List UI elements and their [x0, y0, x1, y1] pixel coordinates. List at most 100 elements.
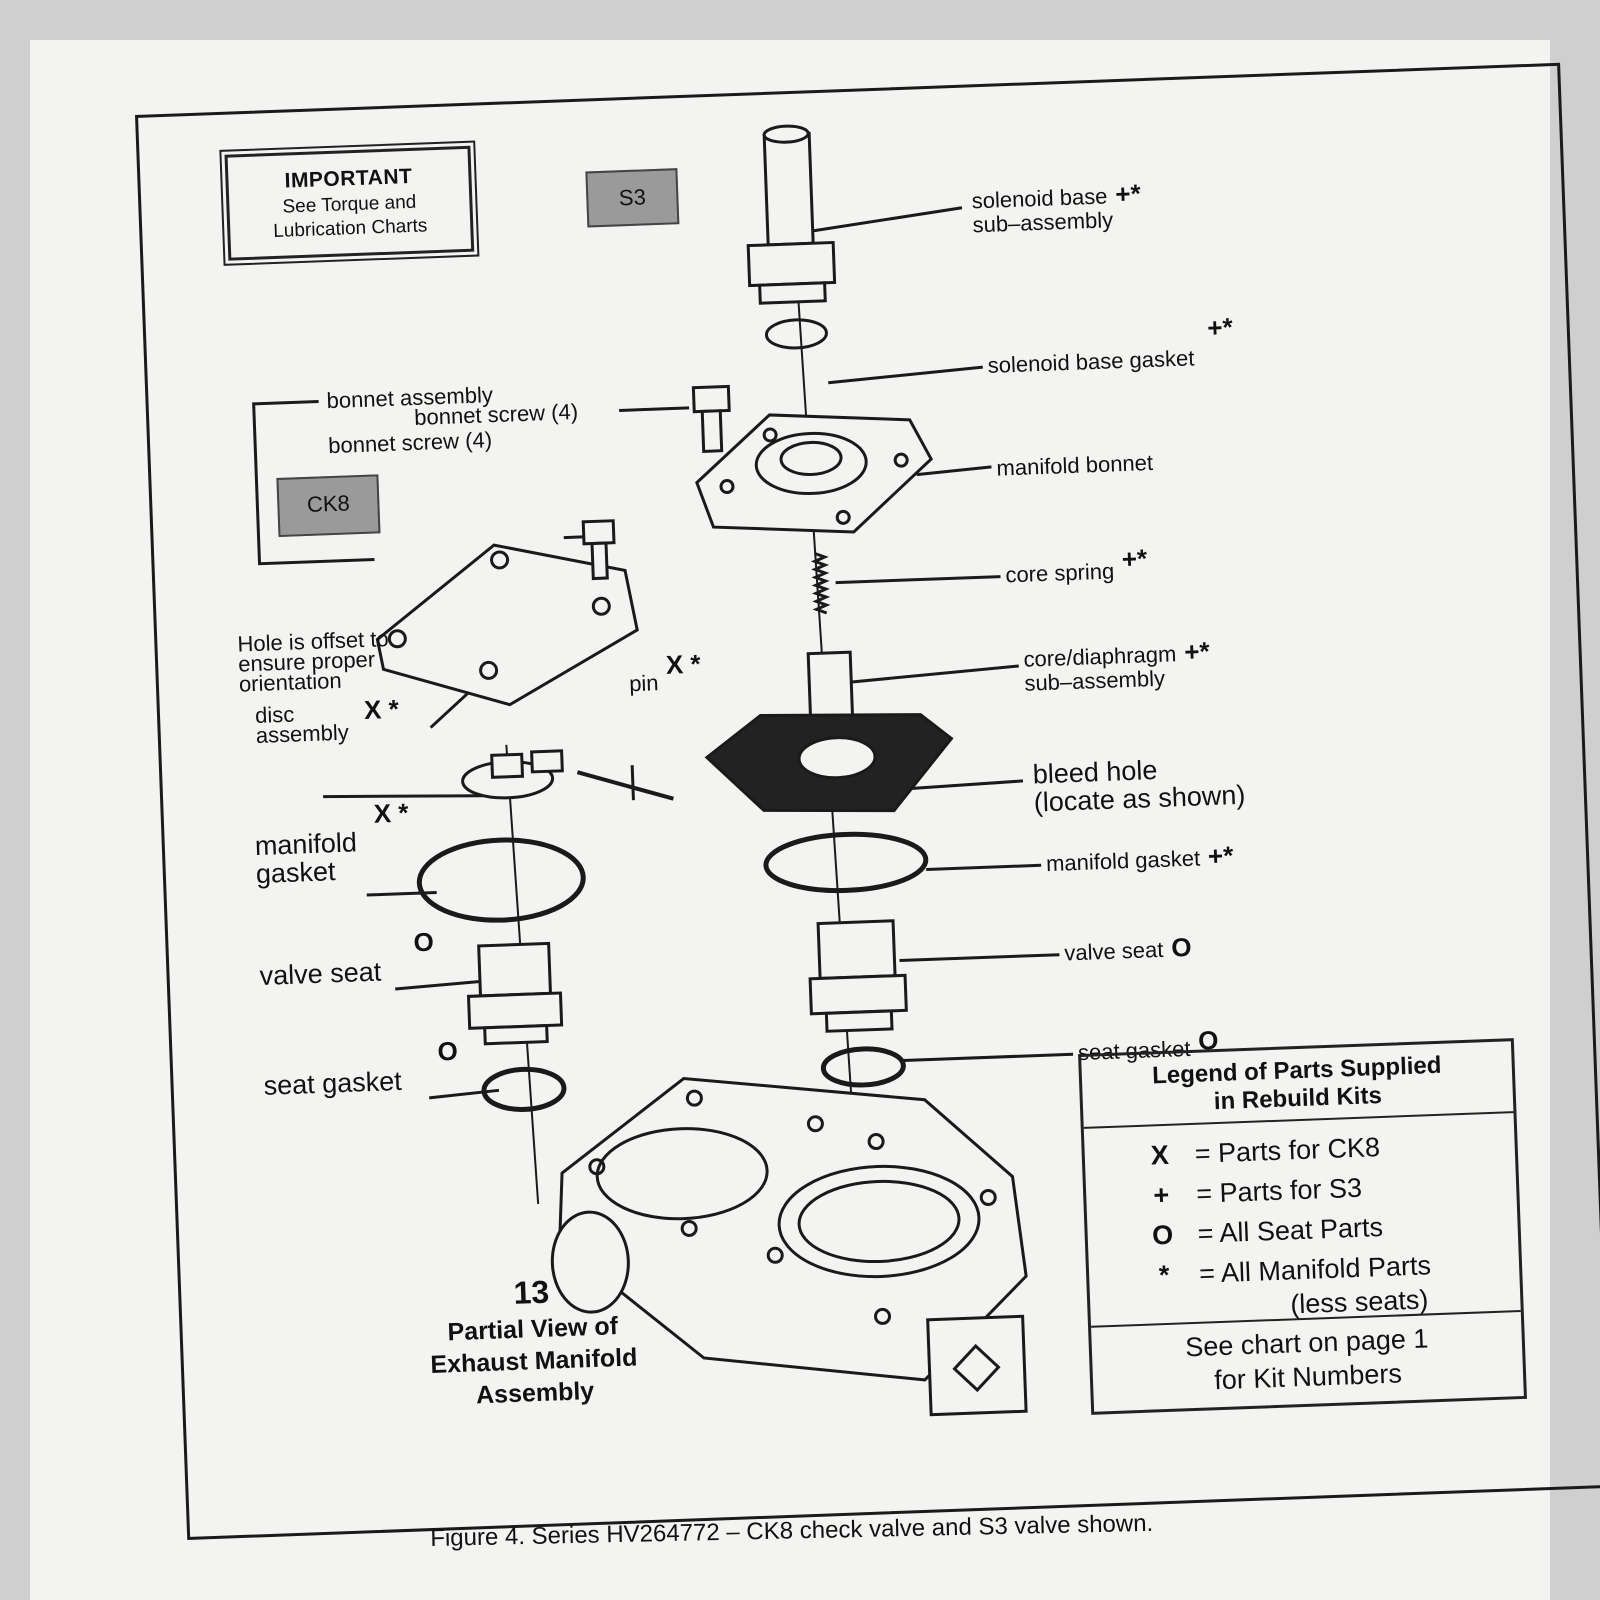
valve-seat-left-hex [466, 991, 564, 1030]
disc-hex [490, 752, 525, 779]
mark-seat-gasket-left: O [436, 1035, 459, 1067]
bonnet-hole-2 [893, 452, 909, 468]
legend-symbol-o: O [1151, 1219, 1174, 1251]
important-note: IMPORTANT See Torque and Lubrication Cha… [219, 140, 480, 267]
leader-seat-gasket-right [903, 1052, 1074, 1062]
manifold-hole-7 [979, 1188, 997, 1206]
bonnet-screw-left-shank [590, 541, 609, 581]
label-solenoid-base: solenoid base+* sub–assembly [971, 178, 1142, 238]
manifold-gasket-right-ring [763, 831, 929, 894]
manifold-gasket-left-ring [416, 837, 586, 923]
diaphragm-center [797, 736, 877, 780]
kit-s3-box: S3 [585, 168, 680, 228]
leader-manifold-gasket-left [366, 890, 437, 897]
figure-13-line-1: Partial View of [447, 1312, 619, 1347]
bonnet-hole-1 [719, 479, 735, 495]
leader-valve-seat-left [395, 979, 491, 991]
mark-core-diaphragm: +* [1183, 635, 1211, 667]
solenoid-tube-top [762, 124, 810, 144]
label-core-spring: core spring+* [1004, 543, 1148, 588]
kit-ck8-box: CK8 [276, 474, 381, 538]
legend-symbol-star: * [1158, 1259, 1170, 1291]
legend-symbol-plus: + [1152, 1179, 1170, 1211]
leader-manifold-gasket-right [926, 863, 1042, 872]
pin-rod [576, 770, 674, 801]
mark-core-spring: +* [1121, 543, 1148, 575]
manifold-hole-6 [766, 1246, 784, 1264]
valve-seat-left-thread [483, 1023, 549, 1046]
legend-box: Legend of Parts Supplied in Rebuild Kits… [1078, 1038, 1527, 1415]
manifold-bonnet-boss [754, 431, 868, 496]
bonnet-screw-top-shank [700, 409, 724, 453]
disc-tab [530, 749, 564, 774]
mark-valve-seat-right: O [1170, 931, 1193, 963]
leader-bonnet-screw-top [619, 406, 690, 412]
manifold-port-right-inner [797, 1179, 961, 1264]
label-core-diaphragm: core/diaphragm+* sub–assembly [1023, 635, 1211, 696]
manifold-hole-8 [874, 1307, 892, 1325]
bonnet-screw-left-head [581, 519, 616, 546]
exploded-view-drawing [252, 124, 1074, 1417]
mark-pin: X * [665, 648, 702, 680]
bonnet-plate [375, 543, 639, 707]
valve-seat-right-hex [808, 973, 908, 1016]
mark-valve-seat-left: O [412, 926, 435, 958]
manifold-port-left [595, 1127, 769, 1221]
core-spring-coil [810, 551, 831, 615]
valve-seat-left-body [477, 941, 553, 998]
manifold-hole-1 [685, 1089, 703, 1107]
legend-footer: See chart on page 1 for Kit Numbers [1091, 1310, 1524, 1412]
mark-disc: X * [363, 693, 400, 725]
leader-solenoid-base [792, 206, 963, 236]
bonnet-plate-hole-4 [479, 660, 499, 680]
leader-manifold-bonnet [916, 465, 992, 477]
mark-manifold-gasket-left: X * [373, 797, 409, 829]
leader-valve-seat-right [899, 953, 1060, 963]
manifold-lower-block [926, 1314, 1028, 1417]
seat-gasket-left-ring [481, 1066, 567, 1112]
valve-seat-right-thread [824, 1009, 894, 1033]
solenoid-thread [758, 281, 827, 305]
label-valve-seat-left: O valve seat [259, 926, 435, 992]
manifold-port-right [777, 1164, 981, 1279]
solenoid-tube [762, 131, 815, 247]
bonnet-plate-hole-2 [490, 550, 510, 570]
bonnet-screw-top-head [691, 384, 731, 414]
solenoid-gasket-ring [764, 318, 828, 350]
mark-solenoid-base-gasket: +* [1206, 311, 1234, 343]
bonnet-hole-3 [762, 427, 778, 443]
leader-core-spring [835, 575, 1001, 585]
manifold-plug [952, 1343, 1001, 1393]
label-bleed-hole: bleed hole (locate as shown) [1032, 754, 1246, 818]
label-pin: pinX * [628, 648, 702, 697]
leader-solenoid-gasket [828, 365, 983, 385]
leader-disc [323, 794, 484, 799]
bonnet-plate-hole-1 [387, 629, 407, 649]
manifold-hole-2 [588, 1158, 606, 1176]
leader-seat-gasket-left [429, 1088, 500, 1100]
manifold-hole-4 [867, 1133, 885, 1151]
label-manifold-gasket-left: X * manifold gasket [254, 797, 409, 890]
diagram-frame: IMPORTANT See Torque and Lubrication Cha… [135, 62, 1600, 1541]
important-title: IMPORTANT [284, 164, 413, 193]
manifold-side-port [550, 1210, 630, 1314]
valve-seat-right-body [816, 919, 897, 981]
bonnet-plate-hole-3 [591, 596, 611, 616]
manifold-hole-5 [680, 1219, 698, 1237]
label-seat-gasket-left: O seat gasket [263, 1035, 459, 1101]
mark-solenoid-base: +* [1114, 178, 1142, 210]
manifold-hole-3 [806, 1115, 824, 1133]
leader-core-diaphragm [849, 664, 1019, 684]
manifold-bonnet-bore [779, 440, 843, 476]
label-hole-offset: Hole is offset to ensure proper orientat… [236, 626, 390, 697]
bracket-bonnet-assembly [252, 399, 375, 566]
solenoid-hex-nut [746, 240, 837, 288]
figure-13-caption: 13 Partial View of Exhaust Manifold Asse… [391, 1269, 676, 1412]
legend-symbol-x: X [1150, 1139, 1170, 1171]
leader-pin [630, 765, 635, 801]
mark-manifold-gasket-right: +* [1207, 840, 1234, 872]
bonnet-hole-4 [835, 509, 851, 525]
seat-gasket-right-ring [820, 1046, 906, 1088]
